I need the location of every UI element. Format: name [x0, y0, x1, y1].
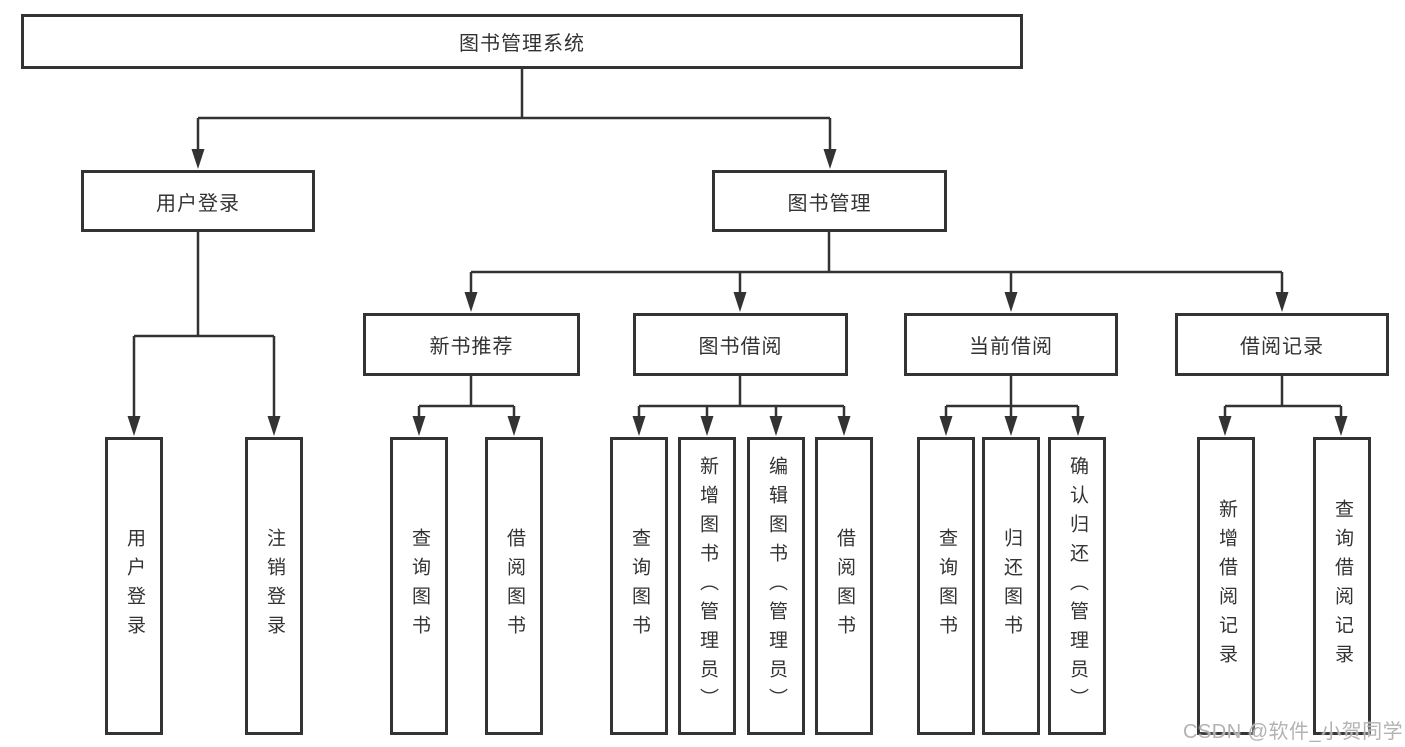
leaf-add-book-admin: 新增图书（管理员）: [678, 437, 736, 735]
arrowhead: [1004, 292, 1018, 312]
arrowhead: [733, 292, 747, 312]
leaf-query-books: 查询图书: [917, 437, 975, 735]
leaf-add-borrow-record: 新增借阅记录: [1197, 437, 1255, 735]
node-library-management-system: 图书管理系统: [21, 14, 1023, 69]
leaf-query-books: 查询图书: [390, 437, 448, 735]
arrowhead: [1275, 292, 1289, 312]
leaf-edit-book-admin: 编辑图书（管理员）: [747, 437, 805, 735]
node-book-management: 图书管理: [712, 170, 947, 232]
arrowhead: [267, 416, 281, 436]
leaf-borrow-books: 借阅图书: [485, 437, 543, 735]
arrowhead: [127, 416, 141, 436]
arrowhead: [823, 149, 837, 169]
arrowhead: [1218, 416, 1232, 436]
node-current-borrowing: 当前借阅: [904, 313, 1118, 376]
arrowhead: [700, 416, 714, 436]
arrowhead: [632, 416, 646, 436]
arrowhead: [507, 416, 521, 436]
leaf-query-borrow-record: 查询借阅记录: [1313, 437, 1371, 735]
arrowhead: [1004, 416, 1018, 436]
node-user-login: 用户登录: [81, 170, 315, 232]
arrowhead: [837, 416, 851, 436]
arrowhead: [769, 416, 783, 436]
leaf-borrow-books: 借阅图书: [815, 437, 873, 735]
arrowhead: [939, 416, 953, 436]
leaf-query-books: 查询图书: [610, 437, 668, 735]
leaf-logout: 注销登录: [245, 437, 303, 735]
node-borrowing-records: 借阅记录: [1175, 313, 1389, 376]
leaf-user-login: 用户登录: [105, 437, 163, 735]
arrowhead: [1334, 416, 1348, 436]
arrowhead: [412, 416, 426, 436]
node-book-borrowing: 图书借阅: [633, 313, 848, 376]
arrowhead: [464, 292, 478, 312]
leaf-return-book: 归还图书: [982, 437, 1040, 735]
node-new-book-recommendation: 新书推荐: [363, 313, 580, 376]
csdn-watermark: CSDN @软件_小贺同学: [1183, 721, 1404, 743]
arrowhead: [191, 149, 205, 169]
arrowhead: [1071, 416, 1085, 436]
leaf-confirm-return-admin: 确认归还（管理员）: [1048, 437, 1106, 735]
